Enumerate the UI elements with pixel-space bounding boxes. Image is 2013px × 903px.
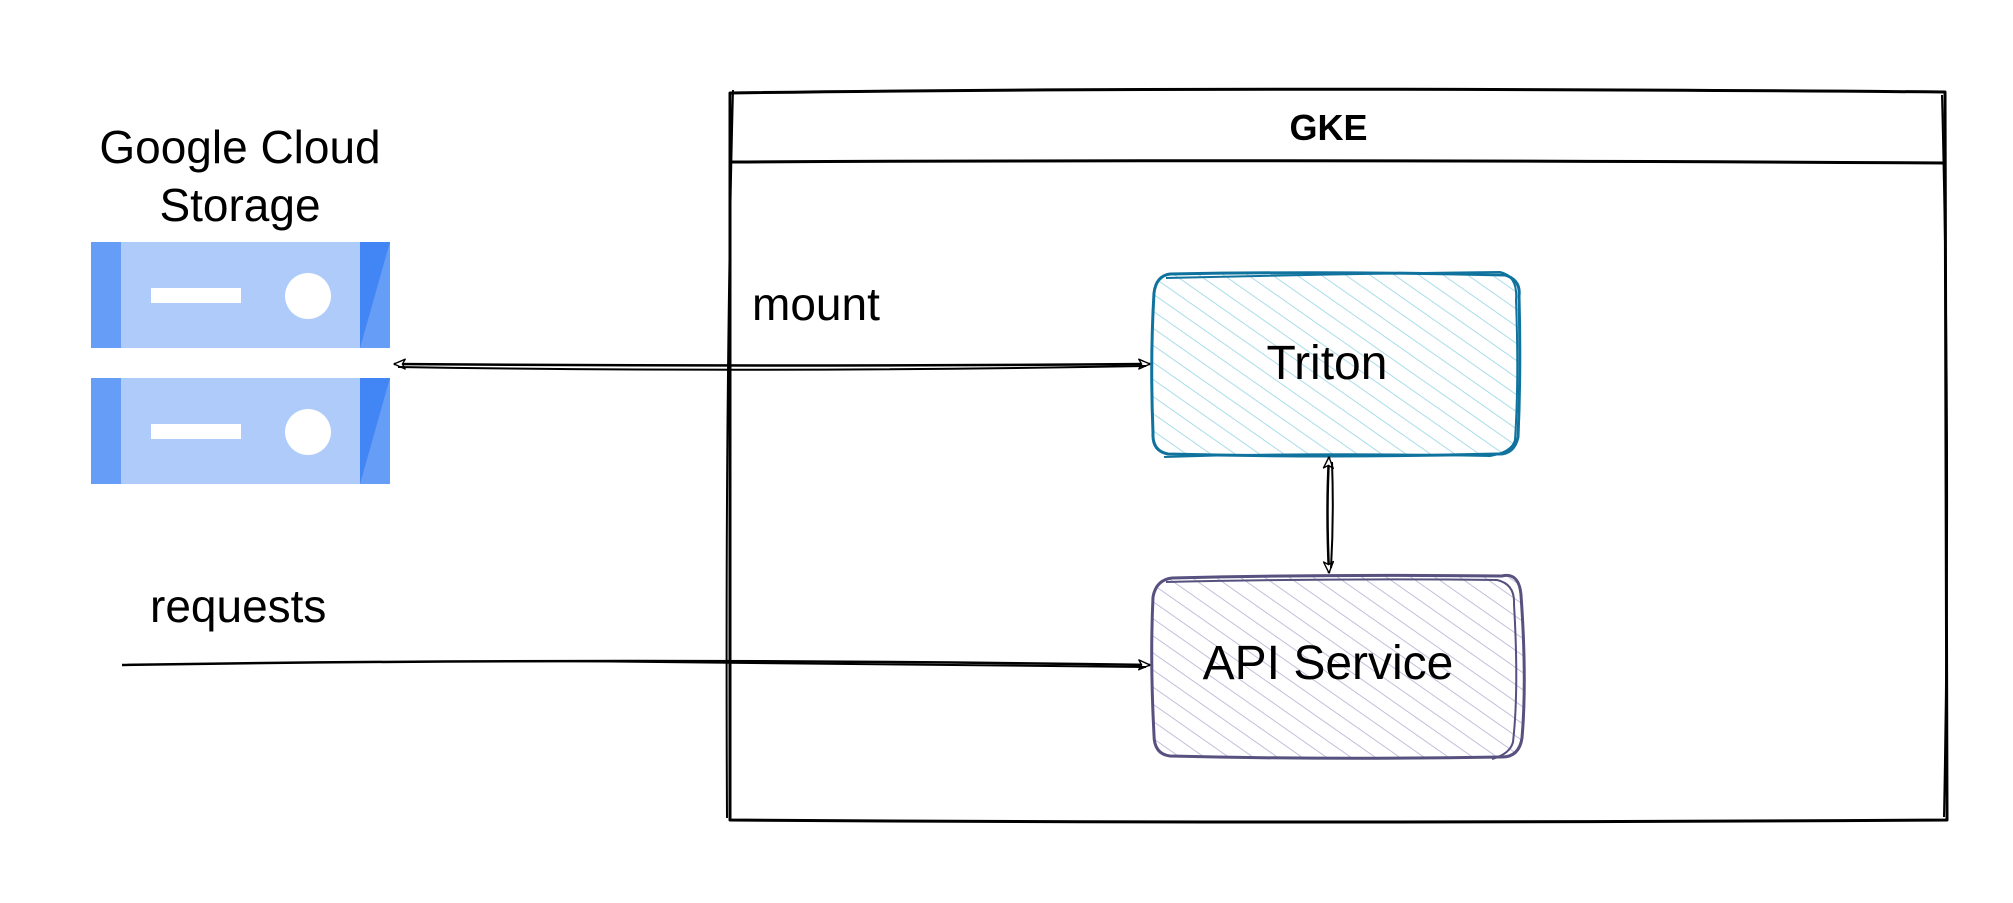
storage-unit-top-right-shade: [360, 242, 390, 348]
requests-edge-label: requests: [150, 580, 327, 632]
storage-unit-bottom: [91, 378, 390, 484]
gke-container-border-sketch-right: [1941, 94, 1949, 818]
storage-unit-bottom-slot: [151, 424, 241, 439]
triton-node-label: Triton: [1266, 336, 1388, 390]
storage-bucket-icon[interactable]: [91, 242, 390, 484]
api-service-node-sketch: [1165, 578, 1518, 760]
mount-edge-line-sketch: [397, 365, 1147, 371]
triton-api-edge[interactable]: [1322, 456, 1335, 574]
storage-unit-bottom-left-bar: [91, 378, 121, 484]
mount-edge-line: [393, 358, 1151, 370]
gke-header-divider: [729, 159, 1946, 165]
gke-cluster-title: GKE: [1289, 107, 1368, 148]
storage-unit-top-led: [285, 273, 331, 319]
storage-unit-bottom-right-shade: [360, 378, 390, 484]
storage-title: Google Cloud Storage: [99, 121, 381, 231]
gke-container-border: [728, 87, 1949, 824]
gke-container-border-sketch: [725, 89, 734, 819]
mount-edge-label: mount: [752, 278, 880, 330]
triton-api-edge-line-sketch: [1330, 461, 1334, 569]
api-service-node[interactable]: [1150, 573, 1526, 760]
triton-node[interactable]: [1150, 270, 1522, 458]
storage-unit-top-slot: [151, 288, 241, 303]
storage-unit-top-left-bar: [91, 242, 121, 348]
mount-edge[interactable]: [393, 358, 1151, 371]
api-service-node-label: API Service: [1202, 636, 1454, 690]
storage-unit-bottom-led: [285, 409, 331, 455]
triton-node-sketch: [1163, 270, 1519, 458]
storage-unit-top: [91, 242, 390, 348]
gke-cluster-container[interactable]: [725, 87, 1949, 824]
triton-api-edge-line: [1322, 456, 1335, 574]
requests-edge-line-sketch: [559, 660, 1147, 668]
requests-edge[interactable]: [121, 659, 1151, 671]
